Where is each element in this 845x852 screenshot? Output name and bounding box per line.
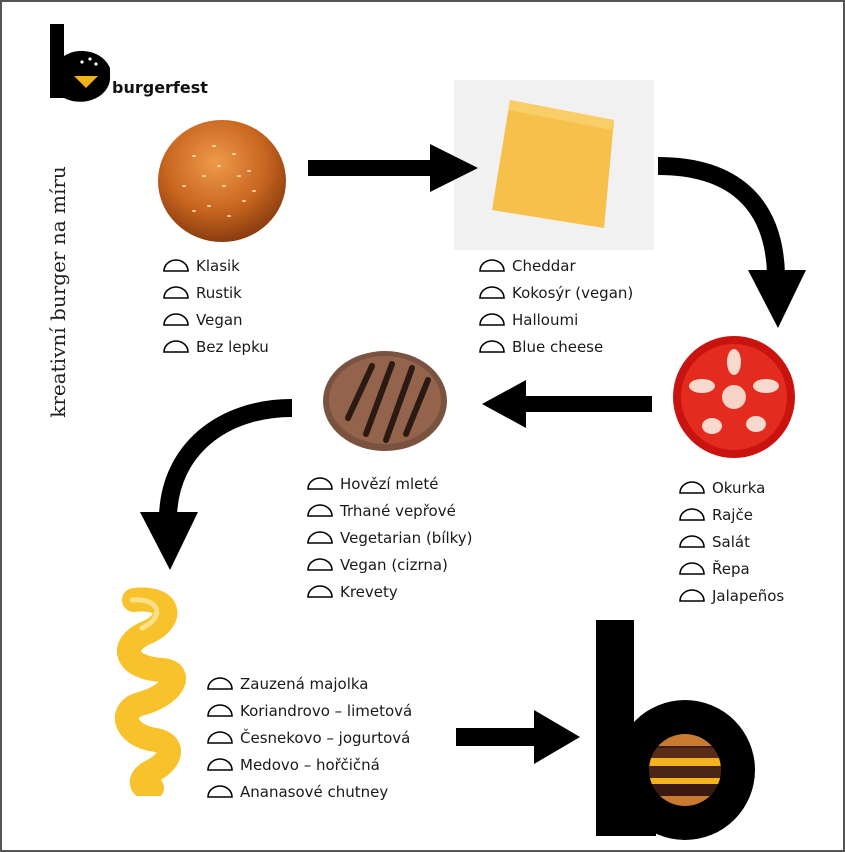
list-item: Kokosýr (vegan) [478,279,633,306]
list-item: Trhané vepřové [306,497,473,524]
veg-option-label: Rajče [712,505,753,524]
arrow-curve-down-icon [657,157,806,328]
bun-dome-icon [163,259,189,272]
list-item: Blue cheese [478,333,633,360]
sauce-options: Zauzená majolka Koriandrovo – limetová Č… [206,670,412,805]
list-item: Koriandrovo – limetová [206,697,412,724]
arrow-curve-down-left-icon [140,399,293,570]
bun-dome-icon [679,508,705,521]
list-item: Krevety [306,578,473,605]
cheese-option-label: Cheddar [512,256,576,275]
bun-dome-icon [307,477,333,490]
arrow-to-result-icon [456,710,580,764]
arrow-right-icon [308,144,478,192]
bun-dome-icon [163,313,189,326]
bun-dome-icon [207,731,233,744]
arrow-left-icon [482,380,652,428]
bun-option-label: Rustik [196,283,242,302]
bun-dome-icon [163,340,189,353]
bun-dome-icon [679,562,705,575]
bun-dome-icon [479,286,505,299]
bun-dome-icon [479,313,505,326]
bun-dome-icon [207,785,233,798]
cheese-option-label: Kokosýr (vegan) [512,283,634,302]
list-item: Klasik [162,252,269,279]
burgerfest-logo-icon [50,24,111,102]
sauce-option-label: Medovo – hořčičná [240,755,380,774]
bun-dome-icon [163,286,189,299]
bun-dome-icon [307,585,333,598]
bun-dome-icon [679,589,705,602]
list-item: Cheddar [478,252,633,279]
veg-option-label: Řepa [712,559,750,578]
patty-option-label: Vegan (cizrna) [340,555,448,574]
list-item: Vegan (cizrna) [306,551,473,578]
bun-dome-icon [207,704,233,717]
grilled-patty-image [323,351,447,451]
sauce-option-label: Koriandrovo – limetová [240,701,413,720]
veg-option-label: Okurka [712,478,766,497]
patty-option-label: Vegetarian (bílky) [340,528,473,547]
bun-option-label: Vegan [196,310,243,329]
list-item: Okurka [678,474,784,501]
list-item: Jalapeños [678,582,784,609]
list-item: Medovo – hořčičná [206,751,412,778]
list-item: Rajče [678,501,784,528]
patty-option-label: Krevety [340,582,398,601]
veg-option-label: Jalapeños [712,586,785,605]
sauce-option-label: Zauzená majolka [240,674,369,693]
list-item: Halloumi [478,306,633,333]
bun-dome-icon [679,481,705,494]
cheese-option-label: Blue cheese [512,337,604,356]
sauce-squiggle-image [115,587,186,796]
cheddar-slice-image [454,80,654,250]
cheese-option-label: Halloumi [512,310,579,329]
brand-name: burgerfest [112,78,208,97]
sauce-option-label: Česnekovo – jogurtová [240,728,411,747]
patty-options: Hovězí mleté Trhané vepřové Vegetarian (… [306,470,473,605]
list-item: Rustik [162,279,269,306]
list-item: Vegetarian (bílky) [306,524,473,551]
list-item: Hovězí mleté [306,470,473,497]
veg-options: Okurka Rajče Salát Řepa Jalapeños [678,474,784,609]
bun-dome-icon [479,259,505,272]
bun-dome-icon [307,531,333,544]
bun-dome-icon [307,504,333,517]
sesame-bun-image [158,120,286,242]
sauce-option-label: Ananasové chutney [240,782,389,801]
list-item: Salát [678,528,784,555]
list-item: Vegan [162,306,269,333]
veg-option-label: Salát [712,532,750,551]
patty-option-label: Trhané vepřové [340,501,456,520]
bun-dome-icon [207,758,233,771]
tomato-slice-image [673,336,795,458]
list-item: Řepa [678,555,784,582]
bun-options: Klasik Rustik Vegan Bez lepku [162,252,269,360]
list-item: Zauzená majolka [206,670,412,697]
bun-dome-icon [479,340,505,353]
bun-dome-icon [679,535,705,548]
bun-dome-icon [307,558,333,571]
list-item: Česnekovo – jogurtová [206,724,412,751]
cheese-options: Cheddar Kokosýr (vegan) Halloumi Blue ch… [478,252,633,360]
patty-option-label: Hovězí mleté [340,474,439,493]
list-item: Bez lepku [162,333,269,360]
burger-in-letter-b-image [596,620,755,840]
bun-option-label: Bez lepku [196,337,269,356]
tagline: kreativní burger na míru [46,166,70,418]
bun-dome-icon [207,677,233,690]
list-item: Ananasové chutney [206,778,412,805]
bun-option-label: Klasik [196,256,240,275]
